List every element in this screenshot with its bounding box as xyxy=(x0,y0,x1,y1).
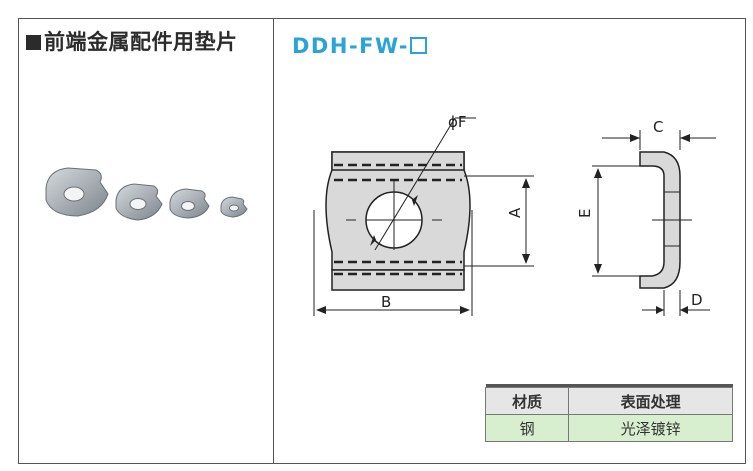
product-photo xyxy=(45,167,248,221)
spec-table-header-row: 材质 表面处理 xyxy=(484,387,733,415)
section-title-text: 前端金属配件用垫片 xyxy=(44,30,238,54)
dimension-b: B xyxy=(313,210,473,316)
side-view xyxy=(639,151,692,289)
black-square-icon xyxy=(26,35,41,50)
dim-d-label: D xyxy=(691,291,703,309)
outer-frame xyxy=(18,18,746,464)
spec-table-topbar xyxy=(485,384,733,388)
header-material: 材质 xyxy=(484,387,570,415)
table-row: 钢 光泽镀锌 xyxy=(484,414,733,442)
dimension-d: D xyxy=(642,290,710,316)
part-code-text: DDH-FW- xyxy=(292,34,409,58)
column-divider xyxy=(273,18,274,464)
washer-small xyxy=(169,188,210,219)
front-view: ϕF xyxy=(325,113,476,291)
dimension-c: C xyxy=(602,118,716,150)
dimension-e: E xyxy=(576,165,640,277)
washer-tiny xyxy=(220,196,248,218)
washer-large xyxy=(45,167,109,217)
dimension-a: A xyxy=(464,175,534,267)
technical-drawing: ϕF A B C xyxy=(313,113,716,316)
dim-a-label: A xyxy=(506,207,524,218)
section-title: 前端金属配件用垫片 xyxy=(26,26,238,56)
dim-c-label: C xyxy=(653,118,663,136)
cell-surface-treatment: 光泽镀锌 xyxy=(568,414,733,442)
header-surface-treatment: 表面处理 xyxy=(568,387,733,415)
cell-material: 钢 xyxy=(484,414,570,442)
dim-e-label: E xyxy=(576,209,594,218)
blank-box-icon xyxy=(409,37,427,54)
dim-b-label: B xyxy=(381,293,391,311)
part-code: DDH-FW- xyxy=(292,34,427,58)
washer-medium xyxy=(115,183,163,221)
spec-table: 材质 表面处理 钢 光泽镀锌 xyxy=(484,384,733,442)
dim-f-label: ϕF xyxy=(448,113,467,131)
